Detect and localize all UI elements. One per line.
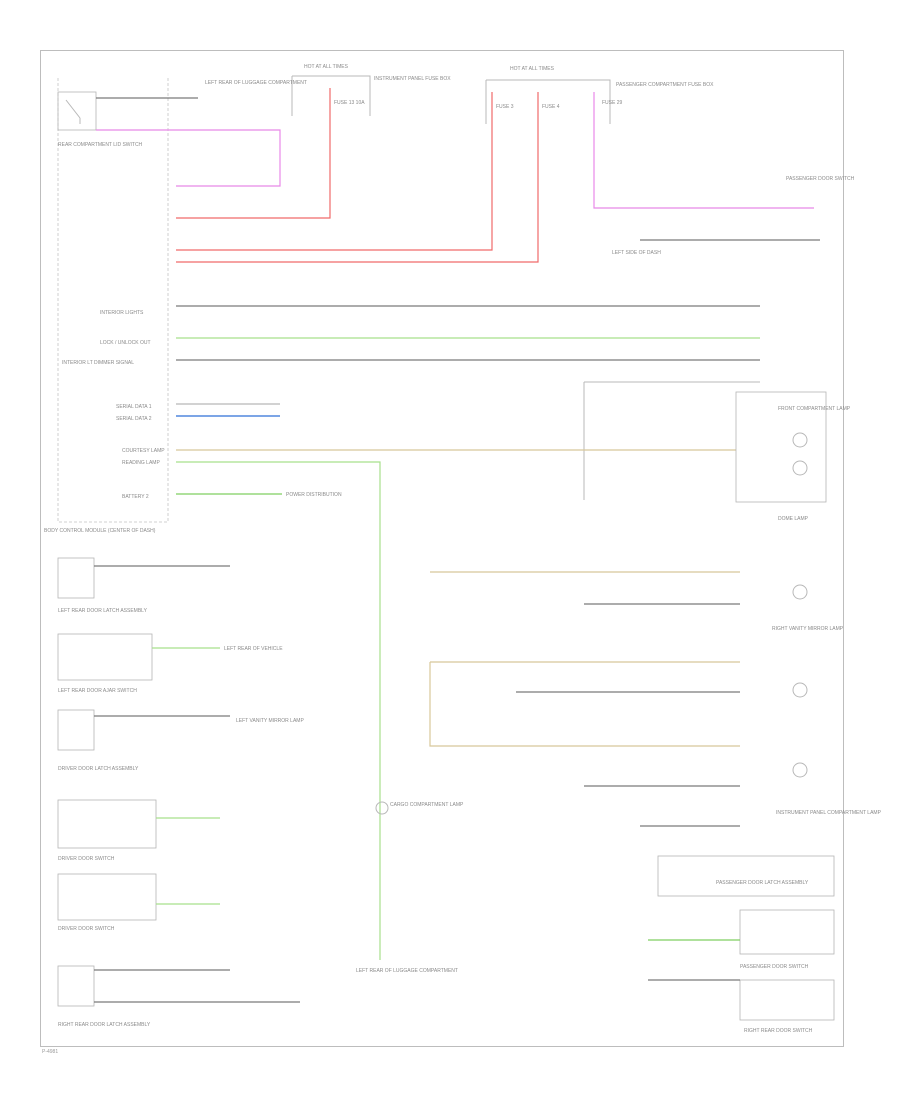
right-rear-switch-label: RIGHT REAR DOOR SWITCH (744, 1028, 813, 1034)
passenger-door-switch-label: PASSENGER DOOR SWITCH (786, 176, 855, 182)
left-vanity-label: LEFT VANITY MIRROR LAMP (236, 718, 304, 724)
driver-door-latch-label: DRIVER DOOR LATCH ASSEMBLY (58, 766, 139, 772)
dome-lamp-label: DOME LAMP (778, 516, 809, 522)
left-rear-latch-label: LEFT REAR DOOR LATCH ASSEMBLY (58, 608, 148, 614)
serial-data-1-label: SERIAL DATA 1 (116, 404, 152, 410)
wire-red-1 (176, 88, 331, 219)
rear-compartment-switch (57, 91, 97, 131)
driver-door-switch2-box (57, 873, 157, 921)
front-dome-label: FRONT COMPARTMENT LAMP (778, 406, 851, 412)
fuse-block-2 (485, 79, 611, 124)
left-side-g-label: LEFT SIDE OF DASH (612, 250, 661, 256)
cargo-lamp-label: CARGO COMPARTMENT LAMP (390, 802, 464, 808)
right-bus-top (583, 381, 760, 500)
fuse-d-label: FUSE 29 (602, 100, 623, 106)
driver-door-switch-label: DRIVER DOOR SWITCH (58, 856, 115, 862)
bcm-boundary (57, 78, 169, 523)
battery-label: BATTERY 2 (122, 494, 149, 500)
right-rear-switch-box (739, 979, 835, 1021)
left-rear-switch-box (57, 633, 153, 681)
right-rear-door-latch (57, 965, 95, 1007)
interior-dimmer-label: INTERIOR LT DIMMER SIGNAL (62, 360, 134, 366)
fuse-a-label: FUSE 13 10A (334, 100, 365, 106)
driver-door-switch-box (57, 799, 157, 849)
reading-lamp-label: READING LAMP (122, 460, 160, 466)
left-rear-switch-label: LEFT REAR DOOR AJAR SWITCH (58, 688, 137, 694)
left-rear-door-latch (57, 557, 95, 599)
passenger-door-latch-box (657, 855, 835, 897)
driver-door-latch (57, 709, 95, 751)
left-rear-comp-label: LEFT REAR OF LUGGAGE COMPARTMENT (356, 968, 458, 974)
front-compartment-lamp (735, 391, 827, 503)
rear-comp-switch-label: REAR COMPARTMENT LID SWITCH (58, 142, 143, 148)
instrument-fuse-label: INSTRUMENT PANEL FUSE BOX (374, 76, 451, 82)
interior-lights-label: INTERIOR LIGHTS (100, 310, 144, 316)
passenger-door-switch-box (739, 909, 835, 955)
driver-door-switch2-label: DRIVER DOOR SWITCH (58, 926, 115, 932)
serial-data-2-label: SERIAL DATA 2 (116, 416, 152, 422)
instrument-panel-comp-label: INSTRUMENT PANEL COMPARTMENT LAMP (776, 810, 882, 816)
courtesy-lamp-label: COURTESY LAMP (122, 448, 165, 454)
fuse-block-1 (291, 75, 371, 116)
hot-all-times-label: HOT AT ALL TIMES (510, 66, 555, 72)
wire-green-reading (176, 461, 381, 960)
diagram-frame (40, 50, 844, 1047)
left-rear-ground-label: LEFT REAR OF LUGGAGE COMPARTMENT (205, 80, 307, 86)
passenger-door-switch2-label: PASSENGER DOOR SWITCH (740, 964, 809, 970)
wire-red-3 (176, 92, 539, 263)
cargo-lamp (375, 801, 389, 815)
diagram-code: P-4981 (42, 1049, 59, 1055)
data-link-label: POWER DISTRIBUTION (286, 492, 342, 498)
hot-run-crank-label: HOT AT ALL TIMES (304, 64, 349, 70)
wire-tan-vertical (429, 662, 740, 747)
fuse-b-label: FUSE 3 (496, 104, 514, 110)
passenger-comp-fuse-label: PASSENGER COMPARTMENT FUSE BOX (616, 82, 714, 88)
bcm-label: BODY CONTROL MODULE (CENTER OF DASH) (44, 528, 156, 534)
fuse-c-label: FUSE 4 (542, 104, 560, 110)
wire-pink-top (96, 129, 281, 187)
wire-red-2 (176, 92, 493, 251)
right-vanity-label: RIGHT VANITY MIRROR LAMP (772, 626, 844, 632)
lock-unlock-label: LOCK / UNLOCK OUT (100, 340, 151, 346)
right-rear-latch-label: RIGHT REAR DOOR LATCH ASSEMBLY (58, 1022, 151, 1028)
left-rear-ground2-label: LEFT REAR OF VEHICLE (224, 646, 283, 652)
passenger-door-latch-label: PASSENGER DOOR LATCH ASSEMBLY (716, 880, 809, 886)
wire-pink-right (593, 92, 814, 209)
